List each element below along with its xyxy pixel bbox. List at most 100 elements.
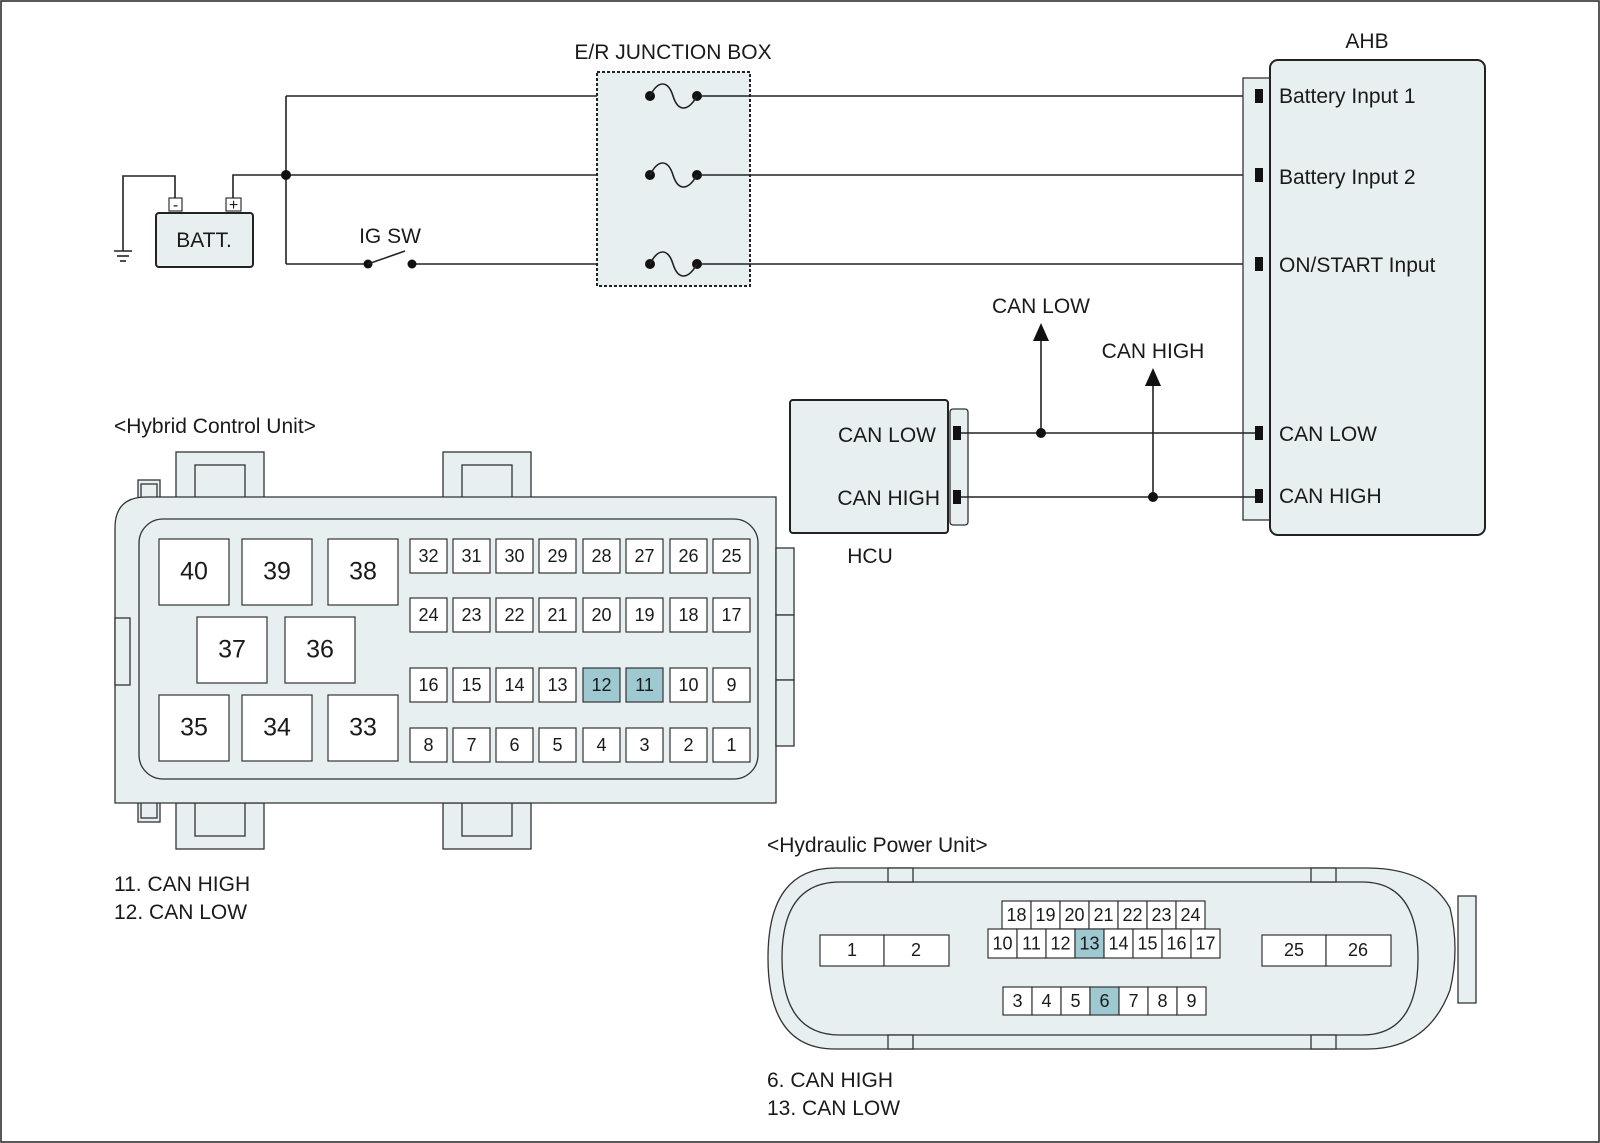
pin-label: 4 [596,735,606,755]
ig-switch-icon [363,250,417,269]
hpu-pin-22 [1117,900,1148,930]
pin-label: 24 [418,605,438,625]
battery-positive-sign: + [229,197,238,214]
hcu-pin-26 [669,538,708,574]
pin-label: 14 [504,675,524,695]
can-high-arrow-label: CAN HIGH [1102,340,1205,363]
hpu-pin-19 [1030,900,1061,930]
pin-label: 11 [635,675,654,695]
pin-label: 22 [504,605,524,625]
ahb-can-high: CAN HIGH [1279,485,1382,508]
pin-label: 34 [263,714,291,742]
pin-label: 14 [1108,933,1128,953]
pin-label: 8 [423,735,433,755]
hcu-pin-6 [495,727,534,763]
can-bus: CAN LOW CAN HIGH [961,295,1255,502]
connector-side-tab [114,617,131,686]
pin-label: 17 [1195,933,1215,953]
hcu-pin-32 [409,538,448,574]
hcu-connector: <Hybrid Control Unit> 40 39 38 37 36 35 [114,415,795,924]
connector-key [1310,1034,1337,1050]
arrow-up-icon [1145,368,1161,386]
hcu-label: HCU [847,545,893,568]
hpu-pin-12 [1045,928,1076,959]
hcu-module: CAN LOW CAN HIGH HCU [789,399,969,568]
pin-label: 3 [639,735,649,755]
hcu-pin [241,694,313,762]
pin-label: 20 [1064,905,1084,925]
pin-label: 13 [1079,933,1099,953]
ahb-terminal [1255,257,1263,271]
pin-label: 28 [591,546,611,566]
hcu-legend-2: 12. CAN LOW [114,901,247,924]
hcu-pin-1 [712,727,751,763]
hcu-pin-27 [625,538,664,574]
connector-side-tab [775,614,795,681]
hcu-pin-9 [712,667,751,703]
hcu-pin-22 [495,597,534,633]
hcu-pin-18 [669,597,708,633]
ahb-terminal [1255,426,1263,440]
hcu-pin [241,538,313,606]
hcu-pin-28 [582,538,621,574]
hpu-legend-2: 13. CAN LOW [767,1097,900,1120]
hcu-pin-11 [625,667,664,703]
hcu-pin-19 [625,597,664,633]
hpu-legend-1: 6. CAN HIGH [767,1069,893,1092]
pin-label: 31 [461,546,481,566]
hcu-pin-20 [582,597,621,633]
pin-label: 15 [461,675,481,695]
hcu-body [789,399,949,534]
battery [155,212,254,268]
hcu-pin [327,538,399,606]
hcu-pin [158,694,230,762]
hcu-pin-3 [625,727,664,763]
connector-latch [461,802,513,837]
splice-dot [281,170,291,180]
hcu-pin-30 [495,538,534,574]
fuse-2-icon [645,162,702,188]
pin-label: 26 [678,546,698,566]
pin-label: 40 [180,558,208,586]
pin-label: 1 [726,735,736,755]
pin-label: 15 [1137,933,1157,953]
hpu-pin-11 [1016,928,1047,959]
hcu-pin-25 [712,538,751,574]
pin-label: 38 [349,558,377,586]
hcu-pin-8 [409,727,448,763]
pin-label: 39 [263,558,291,586]
pin-label: 19 [634,605,654,625]
pin-label: 2 [911,940,921,960]
pin-label: 5 [552,735,562,755]
pin-label: 4 [1041,991,1051,1011]
ahb-terminal [1255,168,1263,182]
fuse-1-icon [645,83,702,109]
hcu-can-high: CAN HIGH [837,487,940,510]
hcu-legend-1: 11. CAN HIGH [114,873,250,896]
ahb-terminal [1255,489,1263,503]
pin-label: 10 [678,675,698,695]
connector-side-tab [775,679,795,747]
ig-switch-label: IG SW [359,225,421,248]
connector-key [1310,867,1337,883]
hcu-terminal [953,490,961,504]
pin-label: 12 [591,675,611,695]
hcu-pin [327,694,399,762]
ahb-battery-input-1: Battery Input 1 [1279,85,1416,108]
pin-label: 20 [591,605,611,625]
hcu-connector-title: <Hybrid Control Unit> [114,415,316,438]
hcu-pin-13 [538,667,577,703]
pin-label: 32 [418,546,438,566]
connector-latch [461,464,513,501]
pin-label: 23 [1151,905,1171,925]
pin-label: 9 [1186,991,1196,1011]
connector-key [887,867,914,883]
battery-negative-sign: - [173,197,178,214]
pin-label: 23 [461,605,481,625]
hcu-pin-21 [538,597,577,633]
pin-label: 5 [1070,991,1080,1011]
